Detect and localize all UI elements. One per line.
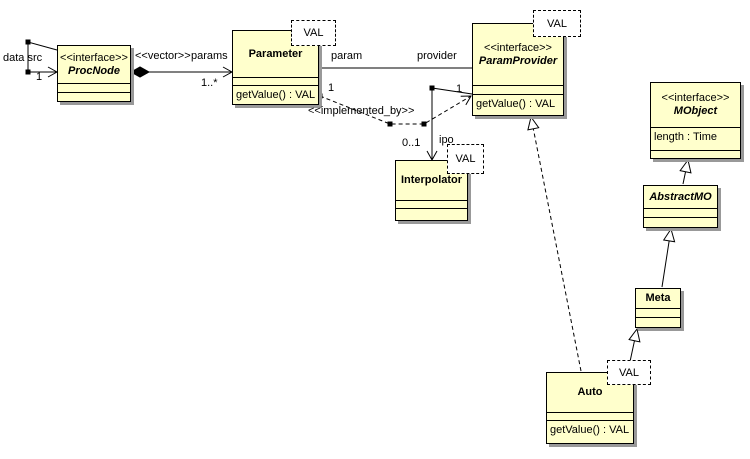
edge-abstractmo-mobject-generalization[interactable] bbox=[679, 158, 692, 185]
class-interpolator-methods bbox=[396, 208, 467, 220]
label-params-role: params bbox=[191, 50, 228, 62]
template-param-label: VAL bbox=[547, 17, 567, 30]
class-auto[interactable]: Auto getValue() : VAL bbox=[546, 372, 634, 444]
class-parameter-name: Parameter bbox=[248, 47, 303, 60]
class-mobject-name: MObject bbox=[673, 105, 718, 117]
class-mobject-methods bbox=[651, 150, 740, 158]
label-impl-param-mult: 1 bbox=[328, 82, 335, 94]
template-param-label: VAL bbox=[455, 153, 476, 165]
class-interpolator-attributes bbox=[396, 200, 467, 208]
class-auto-name-compartment: Auto bbox=[547, 373, 633, 412]
class-abstractmo[interactable]: AbstractMO bbox=[643, 185, 718, 228]
class-meta-methods bbox=[636, 317, 680, 327]
template-param-paramprovider[interactable]: VAL bbox=[533, 10, 581, 37]
class-procnode-name-compartment: <<interface>> ProcNode bbox=[58, 46, 130, 83]
class-paramprovider-name: ParamProvider bbox=[478, 54, 558, 67]
composition-diamond bbox=[129, 66, 151, 78]
label-param-role: param bbox=[331, 50, 363, 62]
class-interpolator-name: Interpolator bbox=[400, 174, 463, 186]
label-vector-stereotype: <<vector>> bbox=[135, 50, 191, 62]
class-abstractmo-attributes bbox=[644, 208, 717, 217]
template-param-auto[interactable]: VAL bbox=[607, 360, 651, 385]
class-meta-attributes bbox=[636, 308, 680, 317]
class-auto-methods: getValue() : VAL bbox=[547, 420, 633, 443]
class-interpolator-name-compartment: Interpolator bbox=[396, 161, 467, 200]
label-impl-provider-mult: 1 bbox=[456, 83, 463, 95]
class-abstractmo-name: AbstractMO bbox=[649, 190, 712, 203]
class-parameter-attributes bbox=[233, 77, 318, 85]
class-paramprovider[interactable]: <<interface>> ParamProvider getValue() :… bbox=[472, 23, 564, 116]
class-auto-name: Auto bbox=[577, 386, 603, 398]
class-meta-name: Meta bbox=[645, 292, 671, 304]
class-paramprovider-attributes bbox=[473, 85, 563, 94]
bend-handle bbox=[421, 121, 427, 127]
class-meta[interactable]: Meta bbox=[635, 288, 681, 328]
template-param-label: VAL bbox=[619, 366, 639, 379]
bend-handle bbox=[317, 93, 323, 99]
class-mobject-attributes: length : Time bbox=[651, 127, 740, 150]
bend-handle bbox=[387, 121, 393, 127]
attribute-length: length : Time bbox=[654, 131, 717, 143]
edge-implemented-by-dependency[interactable] bbox=[319, 95, 472, 125]
class-mobject-stereotype: <<interface>> bbox=[661, 92, 730, 104]
label-ipo-role: ipo bbox=[439, 134, 454, 146]
method-getvalue: getValue() : VAL bbox=[550, 424, 630, 436]
class-parameter-methods: getValue() : VAL bbox=[233, 85, 318, 104]
label-data-src: data src bbox=[3, 52, 43, 64]
edge-auto-paramprovider-realization[interactable] bbox=[527, 115, 582, 372]
class-paramprovider-name-compartment: <<interface>> ParamProvider bbox=[473, 24, 563, 85]
class-meta-name-compartment: Meta bbox=[636, 289, 680, 308]
class-procnode-methods bbox=[58, 92, 130, 101]
template-param-parameter[interactable]: VAL bbox=[291, 20, 336, 46]
edge-meta-abstractmo-generalization[interactable] bbox=[661, 227, 676, 288]
class-procnode[interactable]: <<interface>> ProcNode bbox=[57, 45, 131, 102]
label-ipo-mult: 0..1 bbox=[402, 137, 421, 149]
edge-procnode-self-association[interactable] bbox=[27, 41, 59, 78]
bend-handle bbox=[429, 85, 435, 91]
label-implemented-by: <<implemented_by>> bbox=[308, 105, 415, 117]
class-procnode-stereotype: <<interface>> bbox=[60, 51, 128, 64]
bend-handles bbox=[25, 39, 435, 127]
class-parameter-name-compartment: Parameter bbox=[233, 31, 318, 77]
method-getvalue: getValue() : VAL bbox=[236, 89, 316, 101]
class-procnode-attributes bbox=[58, 83, 130, 92]
bend-handle bbox=[25, 69, 31, 75]
class-paramprovider-stereotype: <<interface>> bbox=[484, 41, 552, 54]
template-param-interpolator[interactable]: VAL bbox=[447, 144, 484, 174]
class-abstractmo-name-compartment: AbstractMO bbox=[644, 186, 717, 208]
template-param-label: VAL bbox=[303, 27, 324, 39]
class-auto-attributes bbox=[547, 412, 633, 420]
method-getvalue: getValue() : VAL bbox=[476, 98, 556, 110]
class-mobject[interactable]: <<interface>> MObject length : Time bbox=[650, 82, 741, 159]
class-abstractmo-methods bbox=[644, 217, 717, 227]
bend-handle bbox=[25, 39, 31, 45]
class-mobject-name-compartment: <<interface>> MObject bbox=[651, 83, 740, 127]
label-self-multiplicity: 1 bbox=[36, 71, 43, 83]
label-provider-role: provider bbox=[417, 50, 457, 62]
class-paramprovider-methods: getValue() : VAL bbox=[473, 94, 563, 115]
class-procnode-name: ProcNode bbox=[68, 64, 120, 77]
label-params-mult: 1..* bbox=[201, 77, 218, 89]
